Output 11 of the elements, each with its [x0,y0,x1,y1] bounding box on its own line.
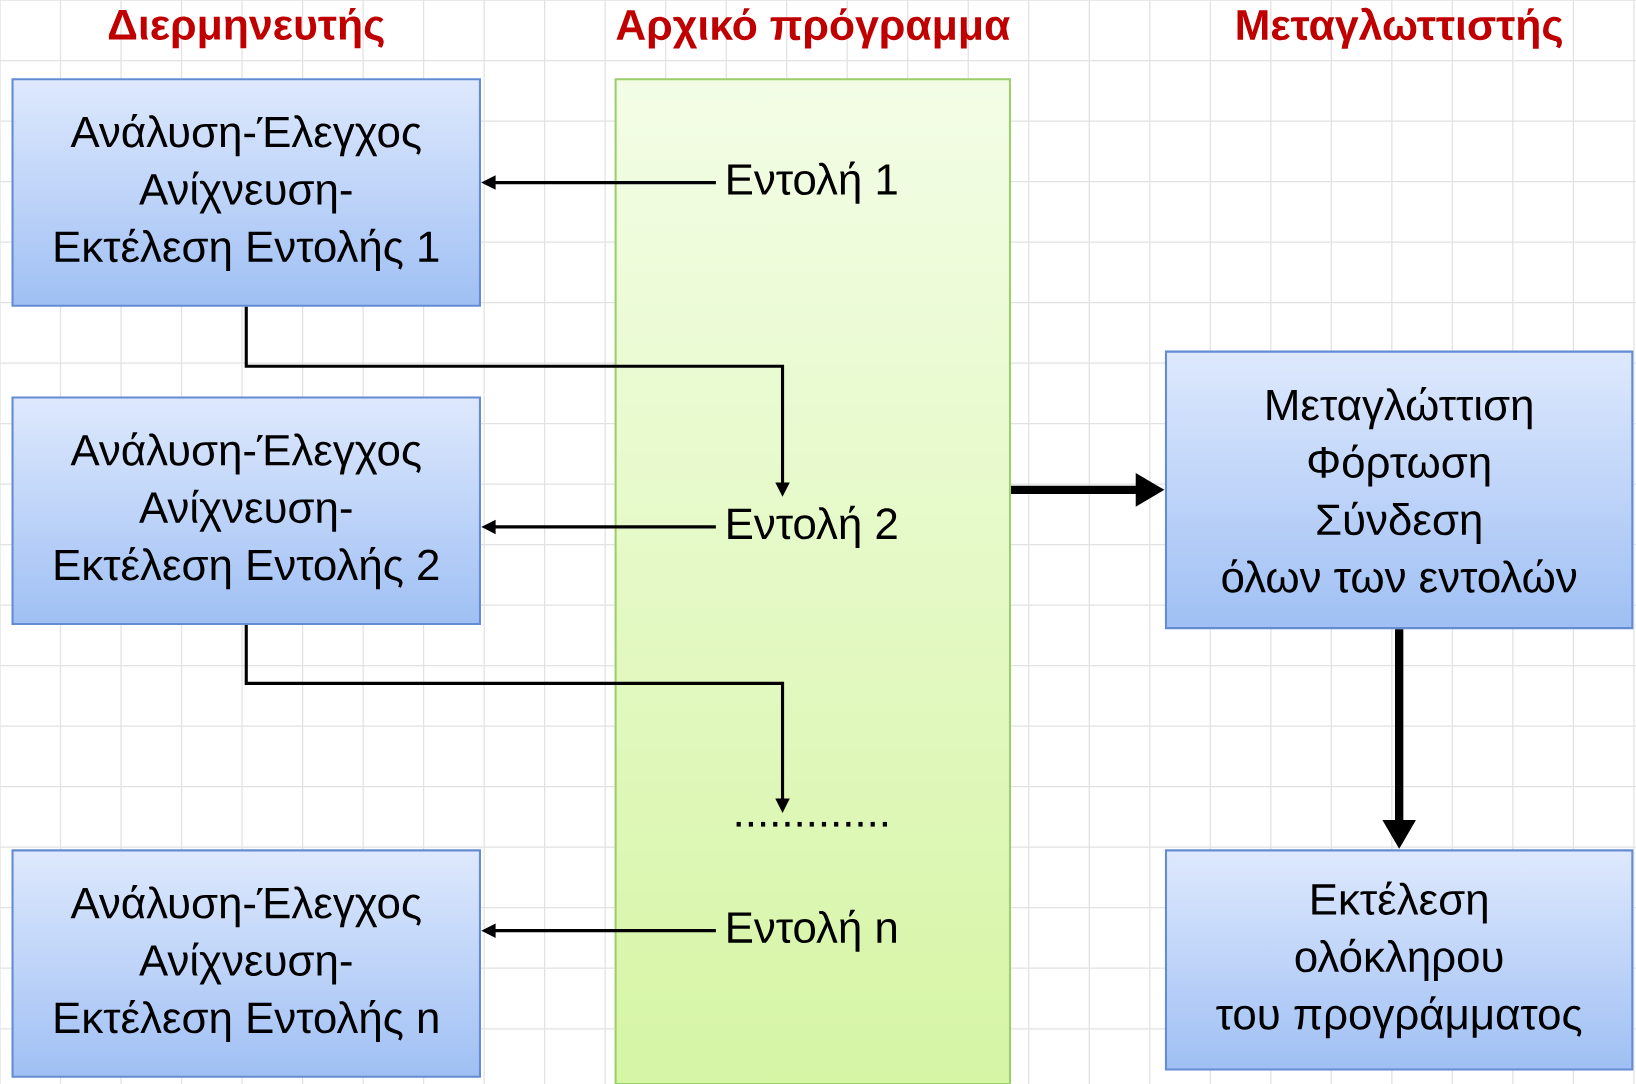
process-box: Εκτέλεση ολόκληρου του προγράμματος [1164,849,1634,1071]
statement-text: Εντολή n [728,909,896,952]
statement-text: Εντολή 2 [728,505,897,548]
column-heading: Μεταγλωττιστής [1237,7,1562,49]
process-box: Ανάλυση-Έλεγχος Ανίχνευση- Εκτέλεση Εντολής n [11,849,481,1078]
process-box: Μεταγλώττιση Φόρτωση Σύνδεση όλων των εντολών [1164,350,1634,630]
node-label: Αρχικό πρόγραμμα [616,8,1010,49]
process-box: Ανάλυση-Έλεγχος Ανίχνευση- Εκτέλεση Εντολής 1 [11,78,481,307]
ellipsis-dots: ............. [736,821,887,827]
process-box: Ανάλυση-Έλεγχος Ανίχνευση- Εκτέλεση Εντολής 2 [11,396,481,625]
statement-text: Εντολή 1 [728,161,897,204]
